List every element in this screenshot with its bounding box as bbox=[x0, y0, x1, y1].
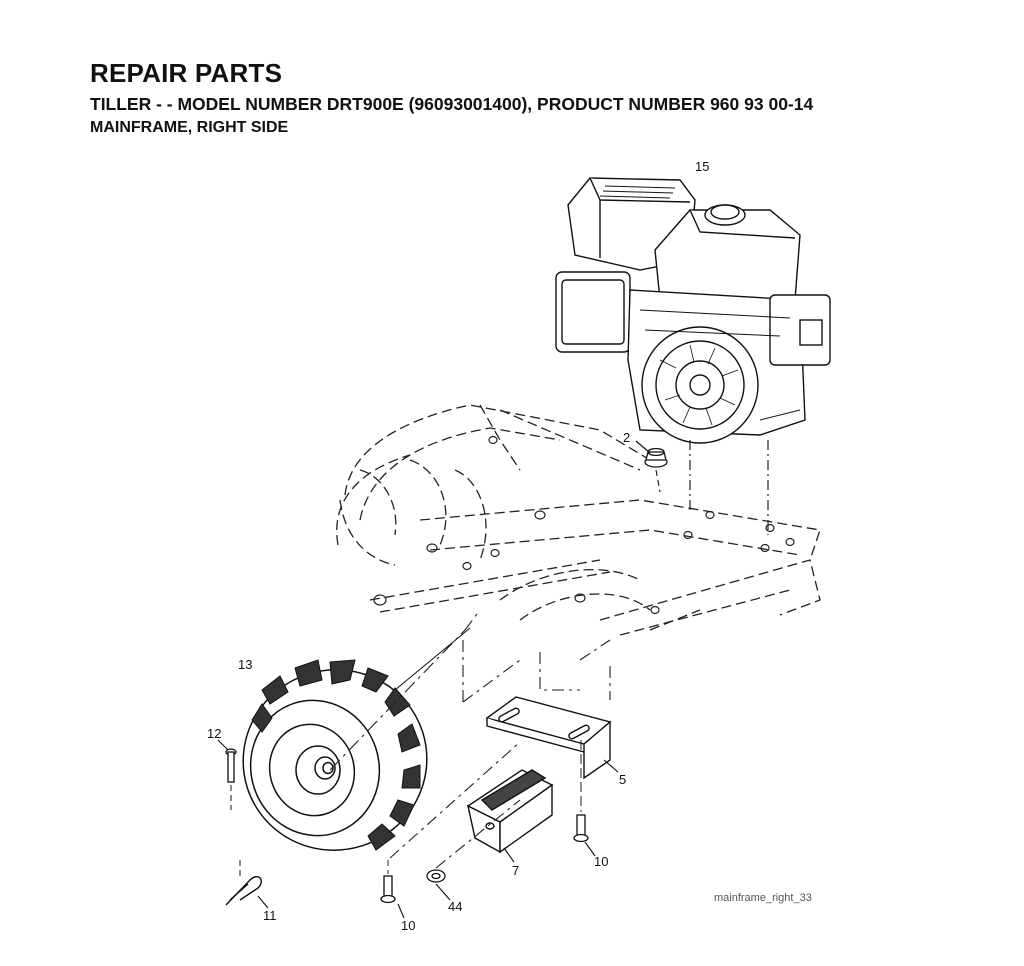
callout-12: 12 bbox=[207, 726, 221, 741]
callout-15: 15 bbox=[695, 159, 709, 174]
figure-filename: mainframe_right_33 bbox=[714, 892, 812, 904]
callout-10-right: 10 bbox=[594, 854, 608, 869]
assembly-lines bbox=[389, 609, 611, 869]
wheel-weight bbox=[466, 769, 554, 854]
engine-mount-centerlines bbox=[689, 440, 769, 535]
callout-44: 44 bbox=[448, 899, 462, 914]
hairpin-clip bbox=[225, 876, 262, 906]
callout-10-left: 10 bbox=[401, 918, 415, 933]
callout-13: 13 bbox=[238, 657, 252, 672]
page-title: REPAIR PARTS bbox=[90, 58, 283, 88]
callout-7: 7 bbox=[512, 863, 519, 878]
mainframe-outline bbox=[336, 404, 821, 636]
mainframe-holes bbox=[373, 435, 795, 615]
tire-tread bbox=[251, 659, 421, 851]
section-title: MAINFRAME, RIGHT SIDE bbox=[90, 119, 289, 136]
carriage-bolt-right bbox=[573, 814, 589, 843]
callout-5: 5 bbox=[619, 772, 626, 787]
carriage-bolt-left bbox=[380, 875, 396, 904]
engine bbox=[555, 177, 831, 444]
model-subtitle: TILLER - - MODEL NUMBER DRT900E (9609300… bbox=[90, 94, 814, 114]
weight-bracket bbox=[485, 696, 612, 780]
callout-11: 11 bbox=[263, 908, 277, 923]
wheel-tire bbox=[242, 669, 428, 851]
clevis-pin bbox=[225, 748, 237, 783]
flat-washer bbox=[426, 869, 446, 883]
callout-2: 2 bbox=[623, 430, 630, 445]
